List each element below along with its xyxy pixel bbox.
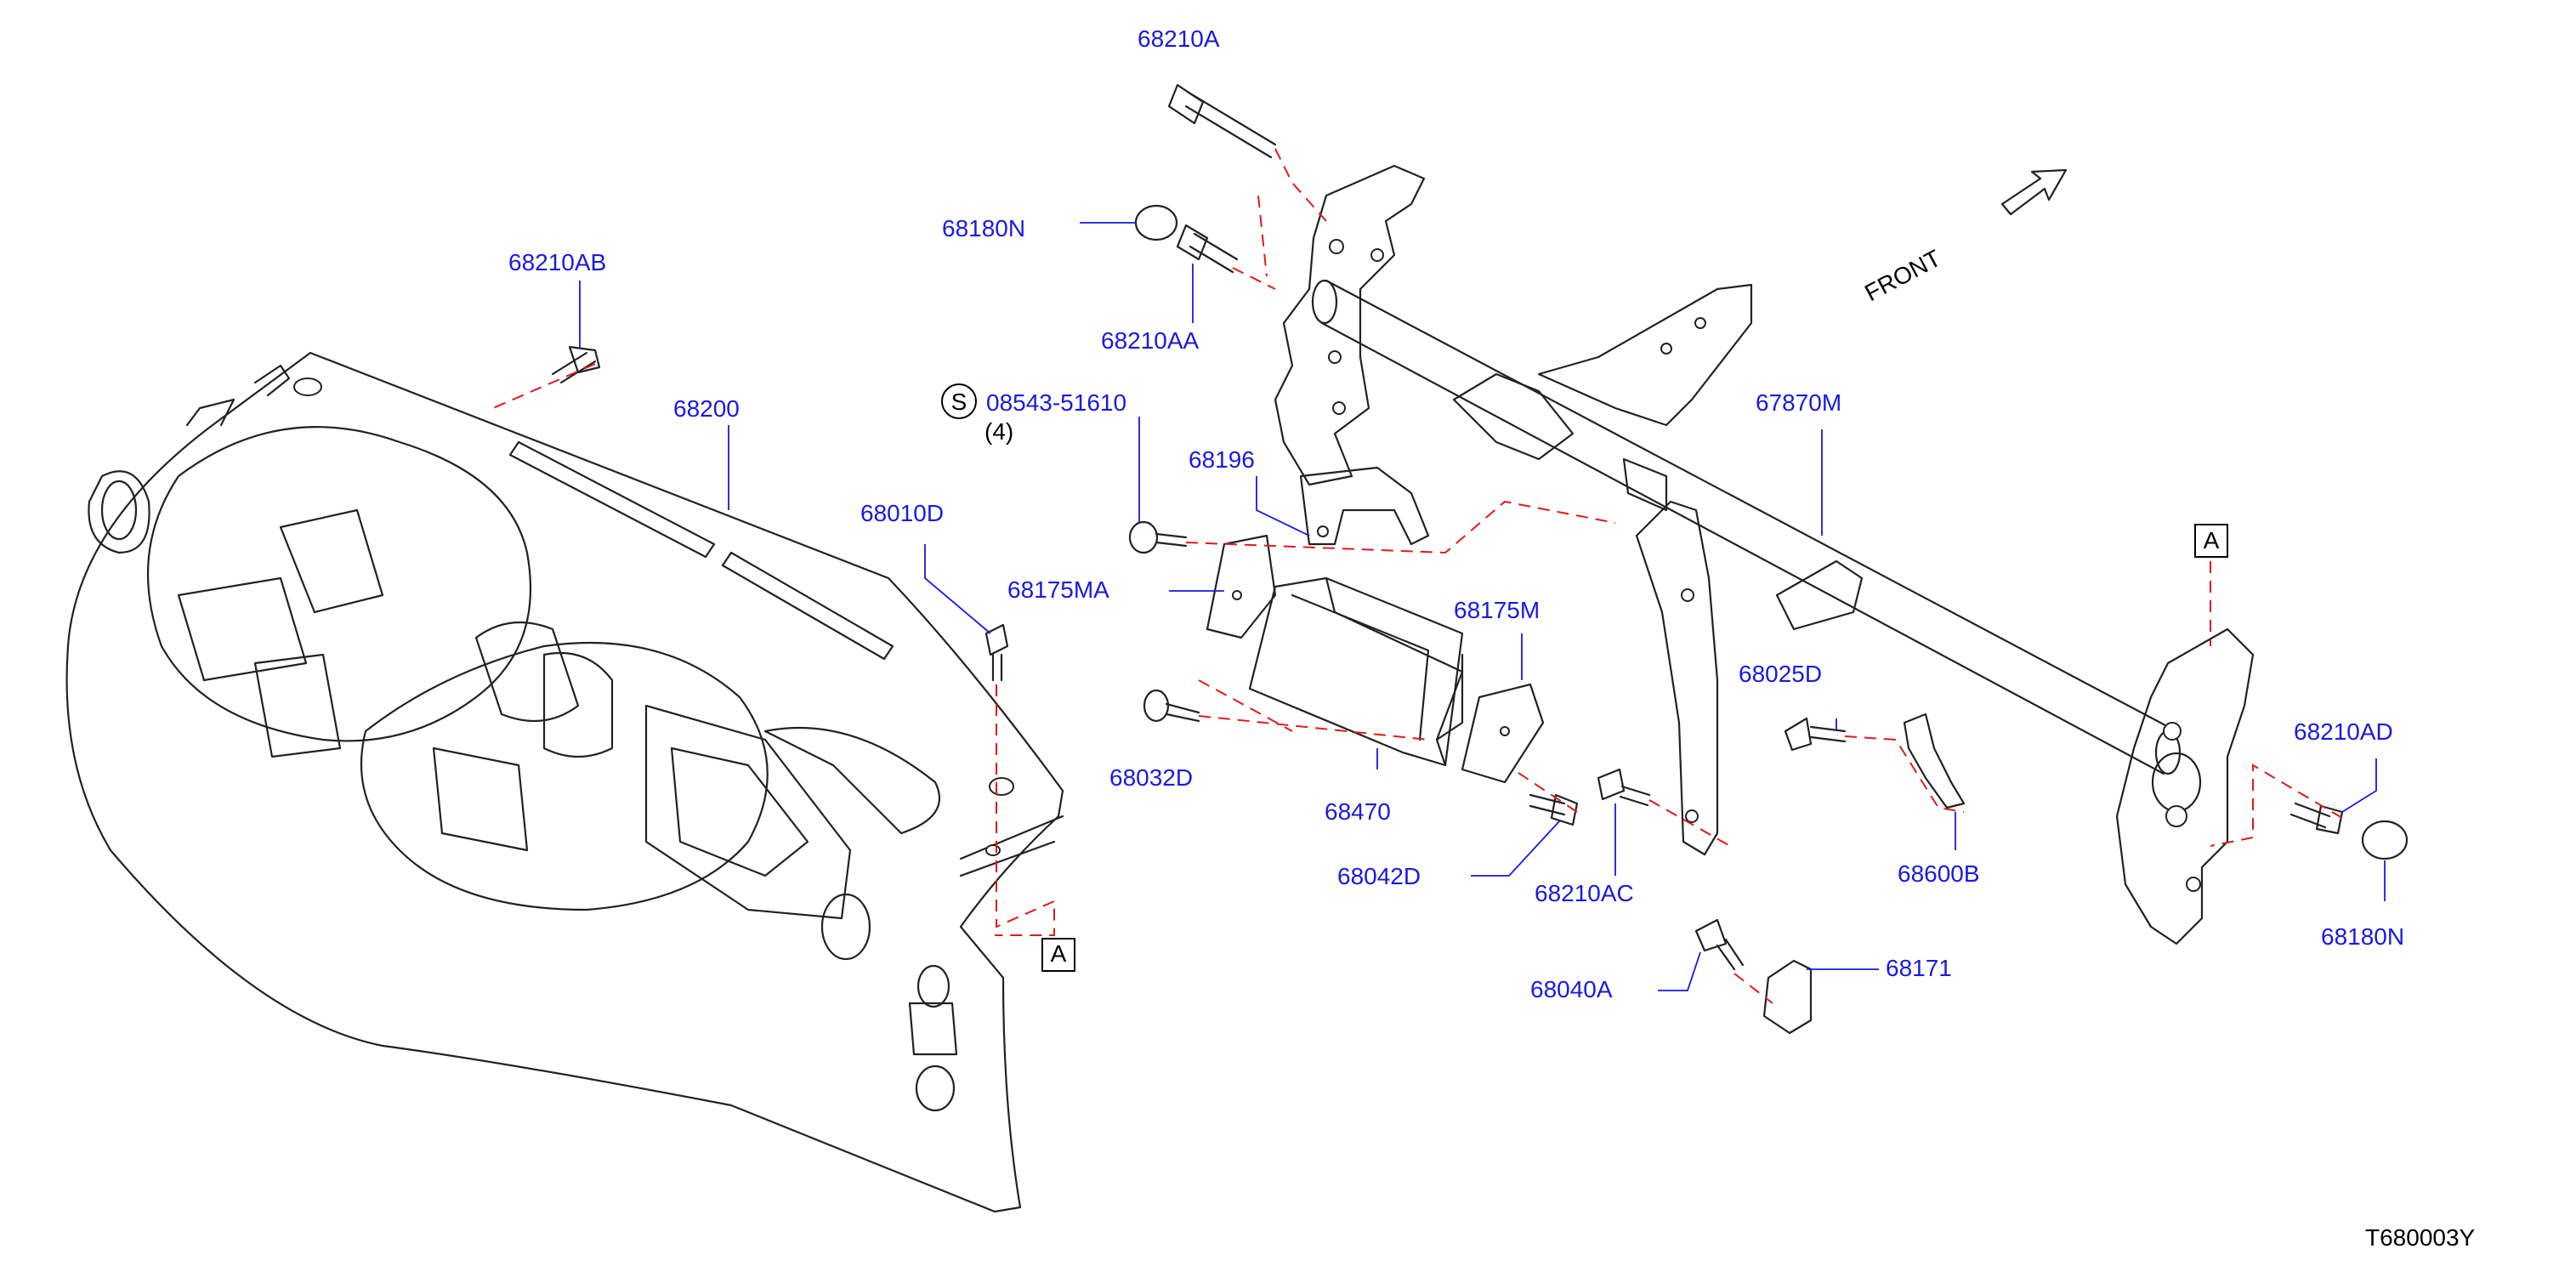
label-68171[interactable]: 68171 (1886, 955, 1952, 981)
bolt-68040A-drawing (1694, 918, 1745, 971)
label-68010D[interactable]: 68010D (860, 500, 944, 526)
bolt-68210AC-drawing (1597, 768, 1651, 807)
front-arrow-icon (2000, 168, 2068, 216)
label-67870M[interactable]: 67870M (1756, 389, 1841, 416)
label-68210AD[interactable]: 68210AD (2294, 718, 2393, 745)
front-label: FRONT (1860, 245, 1945, 307)
bolt-68210A-drawing (1167, 83, 1277, 159)
label-68210A[interactable]: 68210A (1138, 26, 1220, 52)
label-68210AC[interactable]: 68210AC (1535, 880, 1634, 906)
label-68210AB[interactable]: 68210AB (508, 249, 606, 275)
ref-box-a-right (2194, 524, 2228, 558)
screw-08543-drawing (1128, 520, 1188, 554)
ref-mark-a-right: A (2204, 527, 2220, 554)
ref-mark-a-left: A (1051, 940, 1067, 967)
instrument-panel-drawing (65, 351, 1064, 1213)
label-68210AA[interactable]: 68210AA (1101, 327, 1200, 354)
bolt-68010D-drawing (984, 623, 1009, 682)
label-68180N-right[interactable]: 68180N (2321, 923, 2404, 950)
bolt-68210AB-drawing (551, 345, 601, 384)
bracket-68171-drawing (1762, 959, 1813, 1035)
service-symbol: S (951, 389, 967, 415)
bolt-68210AA-drawing (1176, 224, 1239, 274)
service-qty: (4) (984, 418, 1013, 445)
service-symbol-circle (941, 383, 977, 419)
label-68175M[interactable]: 68175M (1454, 597, 1540, 623)
label-68032D[interactable]: 68032D (1109, 764, 1193, 791)
plug-68180N-right-drawing (2361, 820, 2409, 860)
plug-68180N-top-drawing (1134, 204, 1178, 241)
label-68025D[interactable]: 68025D (1739, 661, 1822, 687)
diagram-id-code: T680003Y (2365, 1224, 2476, 1251)
leader-lines (579, 222, 2386, 991)
label-08543-51610[interactable]: 08543-51610 (986, 389, 1126, 416)
label-68040A[interactable]: 68040A (1530, 976, 1613, 1002)
dashed-guides (492, 148, 2343, 1004)
label-68180N-top[interactable]: 68180N (942, 215, 1025, 241)
label-68196[interactable]: 68196 (1189, 446, 1255, 473)
bracket-68600B-drawing (1903, 712, 1966, 809)
steering-member-drawing (1274, 164, 2255, 945)
ref-box-a-left (1041, 938, 1075, 972)
screw-68025D-drawing (1784, 717, 1847, 752)
bolt-68210AD-drawing (2289, 802, 2344, 835)
bolt-68042D-drawing (1529, 793, 1579, 826)
label-68600B[interactable]: 68600B (1898, 860, 1980, 887)
screw-68032D-drawing (1143, 689, 1200, 723)
airbag-module-drawing (1206, 534, 1545, 784)
label-68042D[interactable]: 68042D (1337, 863, 1421, 889)
label-68175MA[interactable]: 68175MA (1007, 576, 1109, 603)
label-68200[interactable]: 68200 (673, 395, 740, 422)
label-68470[interactable]: 68470 (1325, 798, 1391, 825)
